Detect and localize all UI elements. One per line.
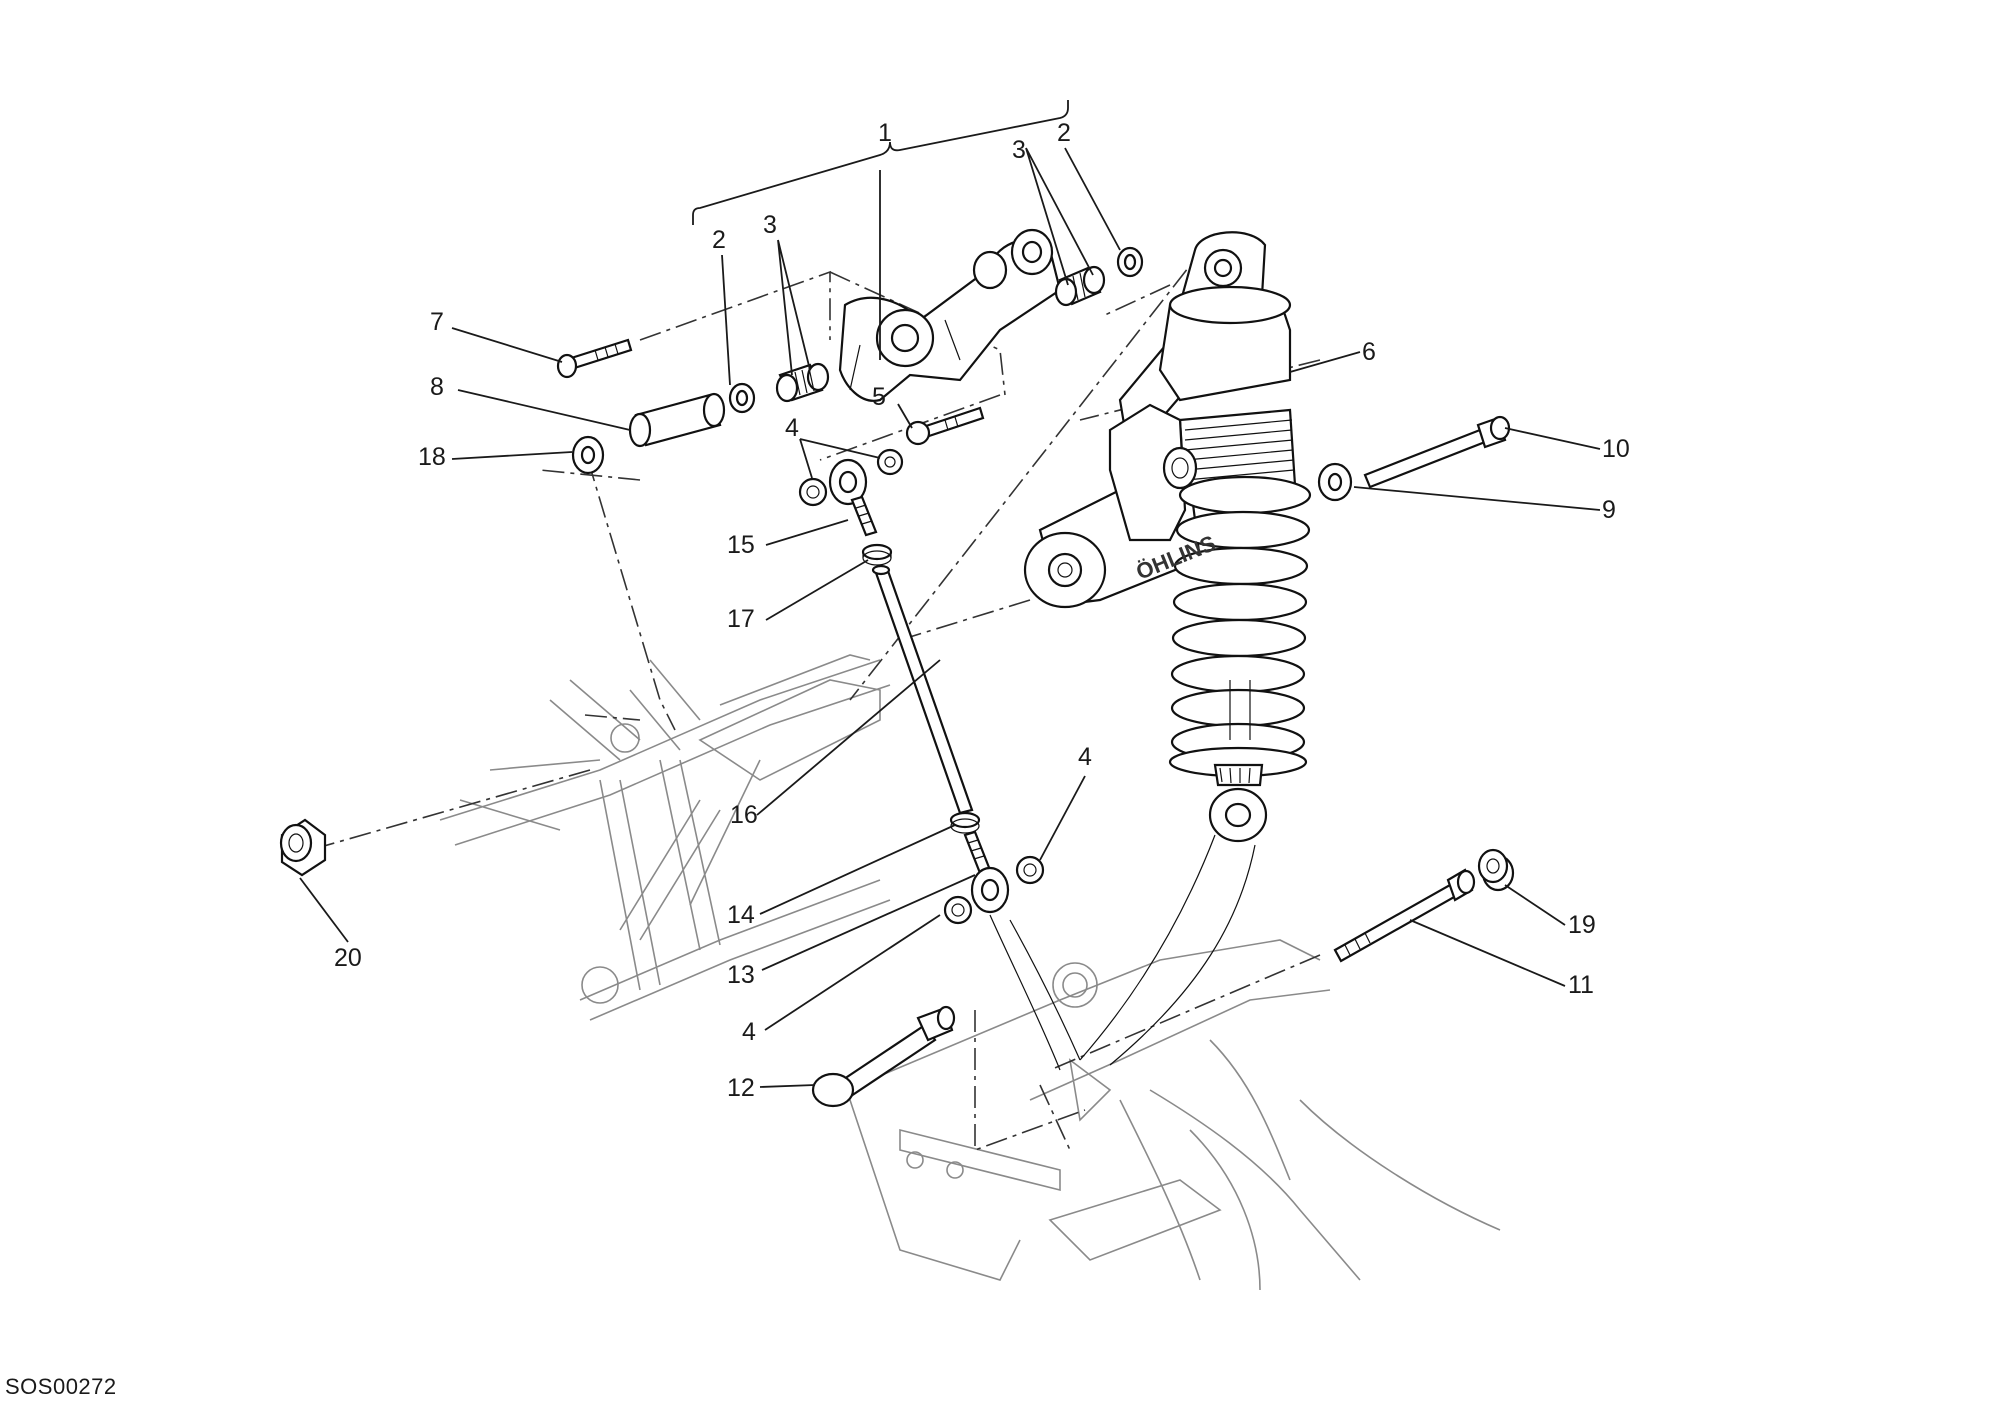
callout-2: 2 [1057, 119, 1071, 147]
callout-2: 2 [712, 226, 726, 254]
callout-10: 10 [1602, 435, 1630, 463]
callout-13: 13 [727, 961, 755, 989]
bushing-20 [279, 818, 327, 877]
callout-7: 7 [430, 308, 444, 336]
callout-15: 15 [727, 531, 755, 559]
callout-4: 4 [1078, 743, 1092, 771]
washer-right [1116, 246, 1144, 278]
callout-3: 3 [1012, 136, 1026, 164]
callout-11: 11 [1568, 971, 1594, 999]
callout-18: 18 [418, 443, 446, 471]
bolt-7 [556, 338, 633, 379]
callout-12: 12 [727, 1074, 755, 1102]
nut-4-mid [1015, 855, 1045, 885]
leader-lines [299, 147, 1601, 1088]
ring-17 [861, 543, 893, 566]
callout-1: 1 [878, 119, 892, 147]
callout-9: 9 [1602, 496, 1616, 524]
nut-4-top-a [798, 477, 828, 507]
shock-sweep-lines [989, 834, 1256, 1071]
callout-4: 4 [742, 1018, 756, 1046]
washer-9 [1317, 462, 1353, 502]
callout-14: 14 [727, 901, 755, 929]
callout-4: 4 [785, 414, 799, 442]
tie-rod-16 [871, 564, 974, 815]
callout-17: 17 [727, 605, 755, 633]
rod-end-15 [828, 458, 878, 537]
pin-12 [811, 1005, 956, 1108]
callout-8: 8 [430, 373, 444, 401]
nut-4-top-b [876, 448, 904, 476]
bushing-right [1054, 265, 1106, 307]
rod-end-13 [963, 830, 1010, 914]
washer-left [728, 382, 756, 414]
washer-18 [571, 435, 605, 475]
bolt-5 [905, 406, 985, 446]
callout-6: 6 [1362, 338, 1376, 366]
callout-16: 16 [730, 801, 758, 829]
bolt-11 [1333, 868, 1476, 963]
frame-ghost-bottom [849, 939, 1501, 1291]
bracket-1 [692, 100, 1069, 225]
spacer-8 [628, 392, 726, 448]
ring-14 [949, 811, 981, 834]
bushing-left [775, 362, 830, 403]
nut-19 [1477, 848, 1515, 892]
shock-absorber: ÖHLINS [1023, 231, 1312, 843]
callout-20: 20 [334, 944, 362, 972]
callout-3: 3 [763, 211, 777, 239]
frame-ghost-left [439, 654, 891, 1021]
rocker-arm [838, 228, 1062, 402]
callout-5: 5 [872, 383, 886, 411]
bolt-10 [1363, 415, 1511, 489]
drawing-code: SOS00272 [5, 1374, 117, 1399]
callout-19: 19 [1568, 911, 1596, 939]
nut-4-low [943, 895, 973, 925]
callouts: 1 2 3 2 3 7 8 18 5 4 15 17 6 10 9 4 16 2… [334, 119, 1630, 1102]
